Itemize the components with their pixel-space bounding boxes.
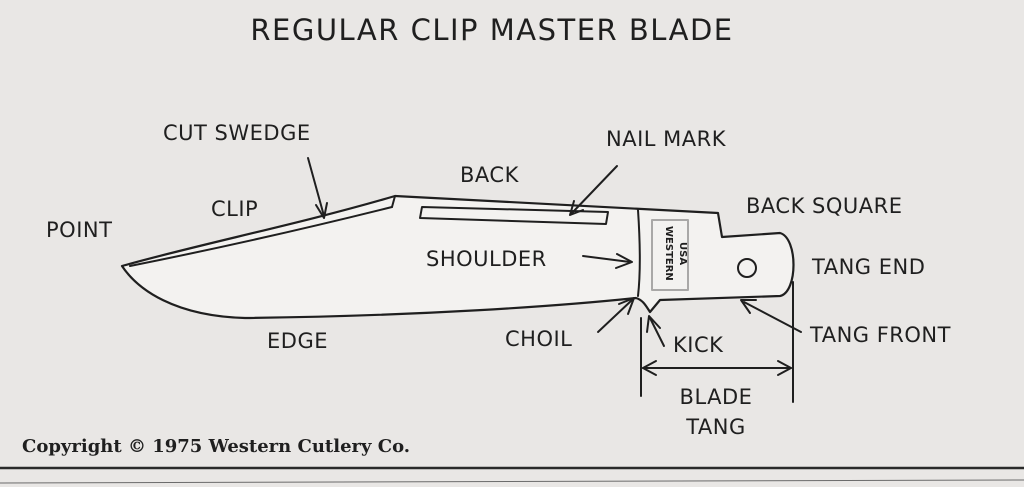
arrow-cut-swedge	[307, 157, 328, 219]
stamp-usa: USA	[677, 242, 688, 265]
copyright-notice: Copyright © 1975 Western Cutlery Co.	[22, 436, 410, 457]
arrow-kick	[646, 315, 665, 347]
nail-mark-slot	[419, 206, 609, 225]
stamp-western: WESTERN	[663, 226, 674, 281]
shoulder-line	[637, 209, 641, 297]
label-choil: CHOIL	[505, 327, 572, 351]
stamp-outline	[651, 219, 689, 291]
arrow-nail-mark	[569, 165, 618, 216]
label-edge: EDGE	[267, 329, 328, 353]
arrow-shoulder	[582, 253, 633, 269]
label-back: BACK	[460, 163, 520, 187]
arrow-choil	[597, 297, 635, 333]
diagram-title: REGULAR CLIP MASTER BLADE	[250, 13, 733, 47]
pivot-hole	[737, 258, 757, 278]
label-nail-mark: NAIL MARK	[606, 127, 727, 151]
label-clip: CLIP	[211, 197, 258, 221]
label-blade: BLADE	[680, 385, 753, 409]
label-back-square: BACK SQUARE	[746, 194, 902, 218]
arrow-tang-front	[740, 299, 802, 333]
swedge-top-edge	[391, 195, 396, 208]
label-tang: TANG	[685, 415, 746, 439]
label-shoulder: SHOULDER	[426, 247, 547, 271]
label-tang-front: TANG FRONT	[809, 323, 951, 347]
label-cut-swedge: CUT SWEDGE	[163, 121, 311, 145]
label-kick: KICK	[673, 333, 724, 357]
swedge-line	[129, 206, 393, 267]
label-tang-end: TANG END	[811, 255, 925, 279]
label-point: POINT	[46, 218, 112, 242]
bottom-rule	[0, 479, 1024, 484]
blade-tang-dimension	[640, 281, 794, 403]
